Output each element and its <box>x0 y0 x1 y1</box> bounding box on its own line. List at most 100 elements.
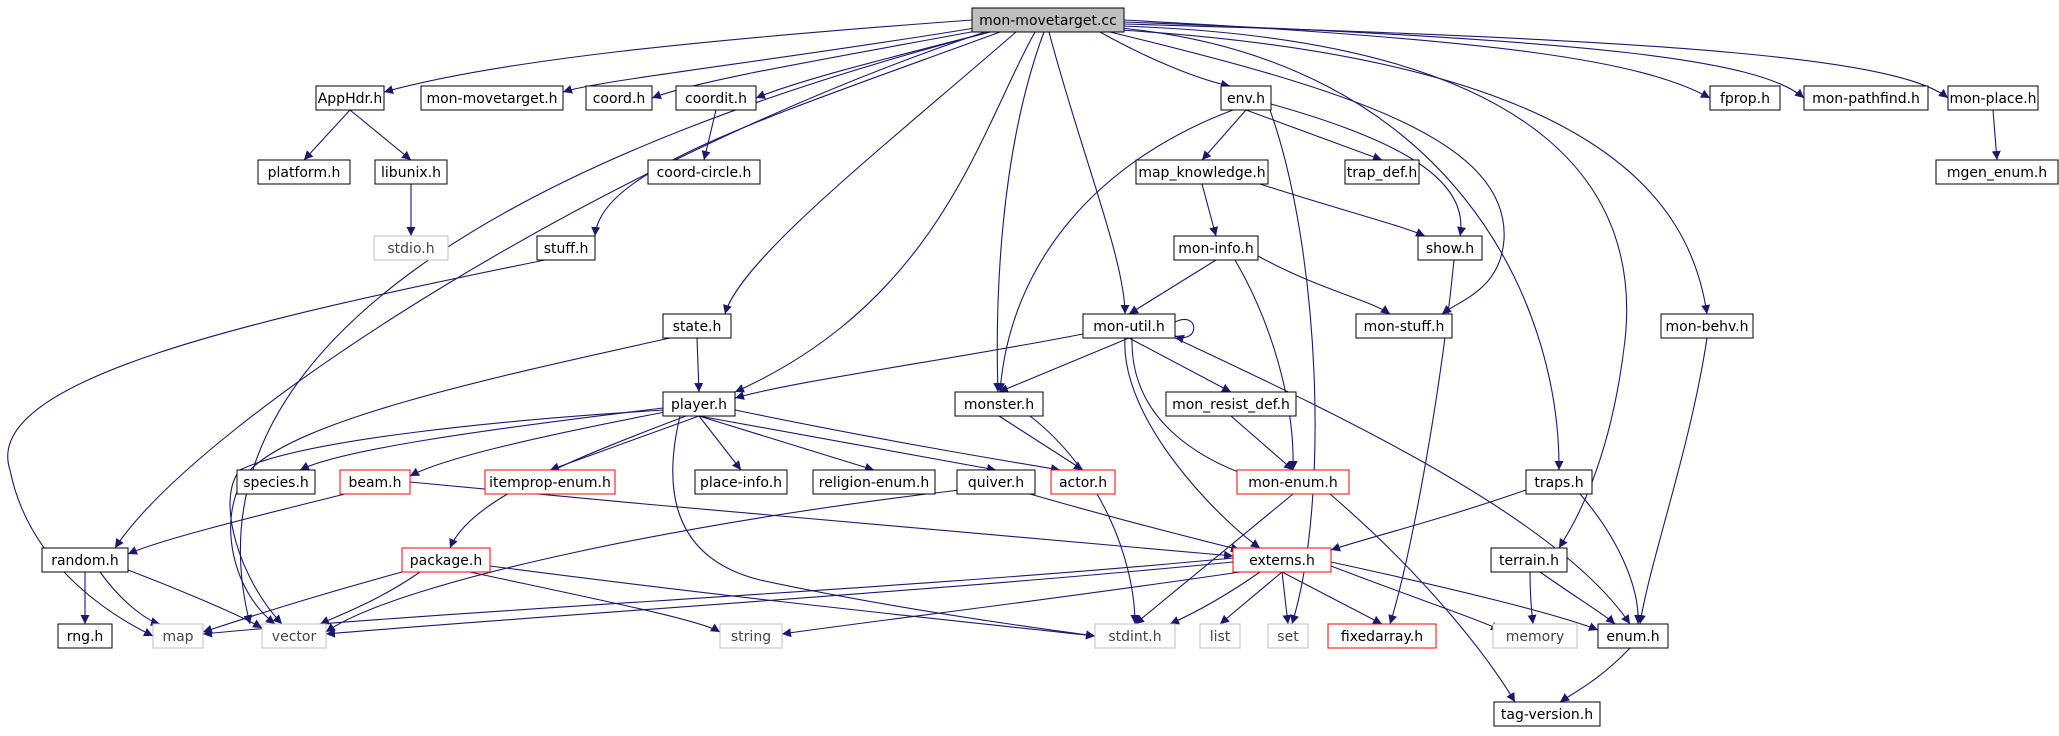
node-box-coord <box>585 85 653 111</box>
node-box-itempropenum <box>484 469 616 495</box>
node-state[interactable]: state.h <box>662 313 732 339</box>
edge-moninfo-to-monenum <box>1234 259 1298 471</box>
edge-env-to-trapdef <box>1245 109 1383 162</box>
node-coordcircle[interactable]: coord-circle.h <box>647 159 761 185</box>
edge-externs-to-vector <box>325 561 1234 638</box>
node-label-apphdr: AppHdr.h <box>318 91 383 107</box>
node-box-terrain <box>1490 547 1568 573</box>
node-box-vector <box>261 623 327 649</box>
node-box-coordcircle <box>647 159 761 185</box>
node-box-beam <box>339 469 411 495</box>
node-enum[interactable]: enum.h <box>1597 623 1669 649</box>
node-package[interactable]: package.h <box>401 547 491 573</box>
node-box-stdint <box>1094 623 1176 649</box>
node-stuff[interactable]: stuff.h <box>536 235 596 261</box>
edge-traps-to-enum <box>1579 493 1644 625</box>
node-box-stuff <box>536 235 596 261</box>
edge-monutil-to-externs <box>1124 337 1261 549</box>
edge-root-to-vector <box>239 31 991 625</box>
edge-monplace-to-mgenenum <box>1991 109 2001 161</box>
edge-traps-to-externs <box>1330 489 1527 552</box>
node-label-package: package.h <box>410 553 482 569</box>
node-label-root: mon-movetarget.cc <box>979 13 1117 29</box>
node-box-monster <box>954 391 1044 417</box>
node-itempropenum[interactable]: itemprop-enum.h <box>484 469 616 495</box>
node-traps[interactable]: traps.h <box>1525 469 1593 495</box>
node-monenum[interactable]: mon-enum.h <box>1236 469 1350 495</box>
edge-monresistdef-to-monenum <box>1230 415 1294 471</box>
node-show[interactable]: show.h <box>1417 235 1483 261</box>
node-player[interactable]: player.h <box>662 391 736 417</box>
node-box-env <box>1220 85 1272 111</box>
node-platform[interactable]: platform.h <box>257 159 351 185</box>
node-box-monbehv <box>1660 313 1754 339</box>
node-coordit[interactable]: coordit.h <box>675 85 757 111</box>
node-label-species: species.h <box>243 475 309 491</box>
edge-quiver-to-vector <box>325 489 961 633</box>
node-coord[interactable]: coord.h <box>585 85 653 111</box>
edge-root-to-monutil <box>1048 31 1130 315</box>
node-moninfo[interactable]: mon-info.h <box>1173 235 1259 261</box>
node-species[interactable]: species.h <box>236 469 316 495</box>
node-religionenum[interactable]: religion-enum.h <box>812 469 936 495</box>
edge-player-to-species <box>299 407 664 471</box>
edge-monutil-to-monster <box>998 337 1130 393</box>
node-monplace[interactable]: mon-place.h <box>1947 85 2039 111</box>
node-list: list <box>1199 623 1241 649</box>
node-beam[interactable]: beam.h <box>339 469 411 495</box>
node-box-monmovetarget_h <box>420 85 564 111</box>
node-monutil[interactable]: mon-util.h <box>1082 313 1176 339</box>
edge-monutil-to-monenum <box>1131 337 1256 480</box>
node-tagversion[interactable]: tag-version.h <box>1493 701 1601 727</box>
node-mgenenum[interactable]: mgen_enum.h <box>1935 159 2059 185</box>
node-fprop[interactable]: fprop.h <box>1709 85 1781 111</box>
edge-monenum-to-tagversion <box>1329 493 1516 703</box>
node-monster[interactable]: monster.h <box>954 391 1044 417</box>
node-monbehv[interactable]: mon-behv.h <box>1660 313 1754 339</box>
edge-moninfo-to-monstuff <box>1257 255 1391 315</box>
node-fixedarray[interactable]: fixedarray.h <box>1327 623 1437 649</box>
edge-monutil-to-enum <box>1174 337 1631 625</box>
edge-externs-to-list <box>1219 571 1283 625</box>
node-rng[interactable]: rng.h <box>57 623 113 649</box>
node-env[interactable]: env.h <box>1220 85 1272 111</box>
edge-root-to-monstuff <box>1109 31 1505 315</box>
node-libunix[interactable]: libunix.h <box>374 159 448 185</box>
node-apphdr[interactable]: AppHdr.h <box>315 85 385 111</box>
node-trapdef[interactable]: trap_def.h <box>1344 159 1420 185</box>
node-quiver[interactable]: quiver.h <box>956 469 1036 495</box>
node-placeinfo[interactable]: place-info.h <box>694 469 788 495</box>
node-label-tagversion: tag-version.h <box>1501 707 1593 723</box>
node-externs[interactable]: externs.h <box>1232 547 1332 573</box>
node-box-coordit <box>675 85 757 111</box>
node-box-list <box>1199 623 1241 649</box>
edge-externs-to-enum <box>1330 561 1599 631</box>
node-root[interactable]: mon-movetarget.cc <box>971 7 1125 33</box>
node-box-apphdr <box>315 85 385 111</box>
edge-externs-to-memory <box>1330 565 1501 631</box>
edge-env-to-monster <box>996 109 1234 393</box>
node-label-actor: actor.h <box>1059 475 1107 491</box>
node-monmovetarget_h[interactable]: mon-movetarget.h <box>420 85 564 111</box>
node-set: set <box>1267 623 1309 649</box>
node-terrain[interactable]: terrain.h <box>1490 547 1568 573</box>
node-label-moninfo: mon-info.h <box>1178 241 1253 257</box>
node-label-monenum: mon-enum.h <box>1248 475 1337 491</box>
node-box-placeinfo <box>694 469 788 495</box>
node-monresistdef[interactable]: mon_resist_def.h <box>1165 391 1297 417</box>
edge-root-to-player <box>734 31 1036 393</box>
node-monstuff[interactable]: mon-stuff.h <box>1355 313 1453 339</box>
node-box-traps <box>1525 469 1593 495</box>
edge-root-to-apphdr <box>383 19 973 94</box>
node-memory: memory <box>1492 623 1578 649</box>
node-box-monenum <box>1236 469 1350 495</box>
node-actor[interactable]: actor.h <box>1050 469 1116 495</box>
node-monpathfind[interactable]: mon-pathfind.h <box>1803 85 1929 111</box>
edge-monster-to-actor <box>998 415 1084 471</box>
node-random[interactable]: random.h <box>41 547 129 573</box>
node-label-libunix: libunix.h <box>381 165 441 181</box>
node-label-traps: traps.h <box>1534 475 1583 491</box>
node-mapknowledge[interactable]: map_knowledge.h <box>1135 159 1269 185</box>
node-label-stdint: stdint.h <box>1108 629 1161 645</box>
